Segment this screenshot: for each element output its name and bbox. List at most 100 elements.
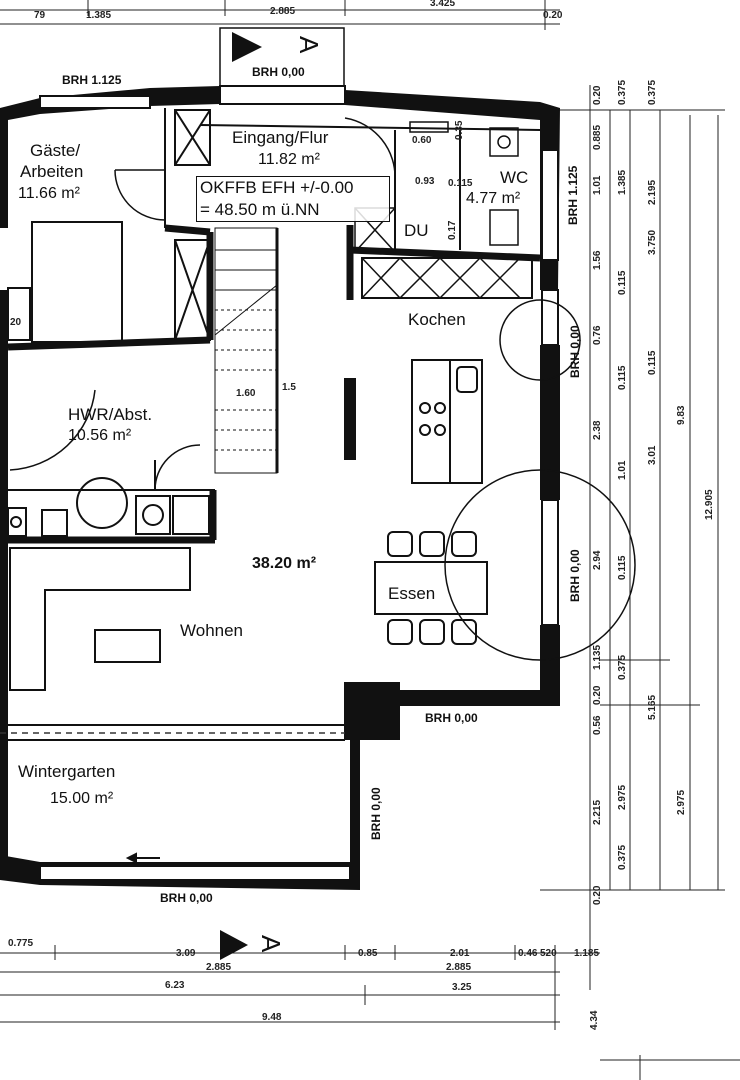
brh-bottom: BRH 0,00 bbox=[160, 891, 213, 905]
room-wintergarten-name: Wintergarten bbox=[18, 762, 115, 781]
room-wohnen-name: Wohnen bbox=[180, 621, 243, 640]
room-wc-name: WC bbox=[500, 168, 528, 187]
bd-325: 3.25 bbox=[452, 982, 472, 993]
room-hwr-name: HWR/Abst. bbox=[68, 405, 152, 424]
room-hwr-area: 10.56 m² bbox=[68, 427, 132, 444]
rd4-2975: 2.975 bbox=[676, 790, 687, 815]
rd2-1385: 1.385 bbox=[617, 170, 628, 195]
dim-093: 0.93 bbox=[415, 176, 435, 187]
brh-right-top: BRH 1.125 bbox=[566, 165, 580, 225]
bottom-dimension-lines bbox=[0, 945, 740, 1080]
dim-017: 0.17 bbox=[447, 220, 458, 240]
top-dim-020: 0.20 bbox=[543, 10, 563, 21]
rd3-0115: 0.115 bbox=[647, 350, 658, 375]
top-dimension-lines bbox=[0, 0, 560, 30]
rd2-0115b: 0.115 bbox=[617, 365, 628, 390]
rd-020a: 0.20 bbox=[592, 85, 603, 105]
top-dim-1385: 1.385 bbox=[86, 10, 111, 21]
right-dim-labels: 0.20 0.885 1.01 1.56 0.76 2.38 2.94 1.13… bbox=[592, 80, 715, 905]
rd2-0375a: 0.375 bbox=[617, 80, 628, 105]
wohnen-furniture bbox=[9, 547, 191, 691]
bd-0775: 0.775 bbox=[8, 938, 33, 949]
hwr-appliances bbox=[7, 477, 210, 537]
section-marker-bottom-label: A bbox=[256, 935, 286, 953]
rd2-0375c: 0.375 bbox=[617, 845, 628, 870]
rd3-301: 3.01 bbox=[647, 445, 658, 465]
section-marker-top: A bbox=[232, 32, 324, 62]
bd-046: 0.46 bbox=[518, 948, 538, 959]
brh-top-left: BRH 1.125 bbox=[62, 73, 122, 87]
room-gaeste-area: 11.66 m² bbox=[18, 185, 81, 202]
window-openings bbox=[39, 85, 559, 881]
rd3-3750: 3.750 bbox=[647, 230, 658, 255]
bd-948: 9.48 bbox=[262, 1012, 282, 1023]
okffb-line-1: OKFFB EFH +/-0.00 bbox=[200, 178, 354, 197]
room-essen-name: Essen bbox=[388, 584, 435, 603]
door-swings bbox=[9, 117, 636, 661]
room-wc-area: 4.77 m² bbox=[466, 190, 521, 207]
bd-085: 0.85 bbox=[358, 948, 378, 959]
sliding-door-arrow-icon bbox=[125, 852, 160, 864]
rd-156: 1.56 bbox=[592, 250, 603, 270]
rd3-5165: 5.165 bbox=[647, 695, 658, 720]
dim-20: 20 bbox=[10, 317, 22, 328]
staircase bbox=[214, 227, 279, 474]
room-eingang-name: Eingang/Flur bbox=[232, 128, 329, 147]
rd-2215: 2.215 bbox=[592, 800, 603, 825]
structural-column bbox=[344, 378, 356, 460]
room-wohnen-area: 38.20 m² bbox=[252, 555, 316, 572]
rd-1135: 1.135 bbox=[592, 645, 603, 670]
bd-1185: 1.185 bbox=[574, 948, 599, 959]
dim-15: 1.5 bbox=[282, 382, 296, 393]
gaeste-furniture bbox=[7, 109, 211, 343]
rd-076: 0.76 bbox=[592, 325, 603, 345]
room-eingang-area: 11.82 m² bbox=[258, 151, 321, 168]
brh-wintergarten-right: BRH 0,00 bbox=[369, 787, 383, 840]
top-dim-79: 79 bbox=[34, 10, 46, 21]
rd4-983: 9.83 bbox=[676, 405, 687, 425]
dim-0115: 0.115 bbox=[448, 178, 473, 189]
right-dimension-lines bbox=[540, 85, 725, 990]
room-kochen-name: Kochen bbox=[408, 310, 466, 329]
dim-035: 0.35 bbox=[454, 120, 465, 140]
top-dim-2885: 2.885 bbox=[270, 6, 295, 17]
room-wintergarten-area: 15.00 m² bbox=[50, 790, 114, 807]
rd2-101: 1.01 bbox=[617, 460, 628, 480]
bd-2885a: 2.885 bbox=[206, 962, 231, 973]
rd3-2195: 2.195 bbox=[647, 180, 658, 205]
brh-right-mid1: BRH 0,00 bbox=[568, 325, 582, 378]
bd-309: 3.09 bbox=[176, 948, 196, 959]
top-dim-3425: 3.425 bbox=[430, 0, 455, 9]
rd-0885: 0.885 bbox=[592, 125, 603, 150]
entrance-marker-box bbox=[219, 27, 345, 87]
bd-434: 4.34 bbox=[589, 1010, 600, 1030]
bd-520: 520 bbox=[540, 948, 557, 959]
rd-056: 0.56 bbox=[592, 715, 603, 735]
rd-294: 2.94 bbox=[592, 550, 603, 570]
okffb-line-2: = 48.50 m ü.NN bbox=[200, 200, 320, 219]
dim-160: 1.60 bbox=[236, 388, 256, 399]
dining-set bbox=[374, 531, 488, 645]
okffb-level-box: OKFFB EFH +/-0.00 = 48.50 m ü.NN bbox=[196, 176, 390, 222]
section-marker-bottom: A bbox=[220, 930, 286, 960]
room-gaeste-name-2: Arbeiten bbox=[20, 162, 83, 181]
rd2-0375b: 0.375 bbox=[617, 655, 628, 680]
bd-2885b: 2.885 bbox=[446, 962, 471, 973]
rd-101: 1.01 bbox=[592, 175, 603, 195]
rd-238: 2.38 bbox=[592, 420, 603, 440]
rd-020c: 0.20 bbox=[592, 885, 603, 905]
bd-201: 2.01 bbox=[450, 948, 470, 959]
exterior-walls bbox=[0, 86, 560, 890]
bd-623: 6.23 bbox=[165, 980, 185, 991]
section-marker-top-label: A bbox=[294, 36, 324, 54]
rd-020b: 0.20 bbox=[592, 685, 603, 705]
brh-entrance: BRH 0,00 bbox=[252, 65, 305, 79]
rd2-0115c: 0.115 bbox=[617, 555, 628, 580]
brh-right-bottom: BRH 0,00 bbox=[425, 711, 478, 725]
dim-060: 0.60 bbox=[412, 135, 432, 146]
brh-right-mid2: BRH 0,00 bbox=[568, 549, 582, 602]
kitchen-counter bbox=[361, 256, 533, 484]
rd5-12905: 12.905 bbox=[704, 489, 715, 520]
rd3-0375: 0.375 bbox=[647, 80, 658, 105]
